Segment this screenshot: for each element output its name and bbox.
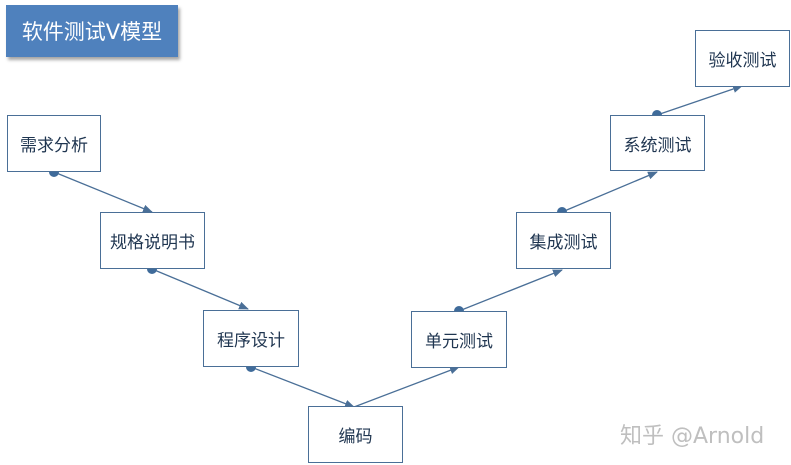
connector-spec-to-design (151, 268, 249, 310)
stage-specification: 规格说明书 (100, 212, 205, 269)
connector-design-to-coding (250, 366, 355, 408)
stage-requirements-analysis: 需求分析 (7, 115, 101, 172)
stage-system-test: 系统测试 (610, 115, 705, 171)
connector-coding-to-unit (353, 366, 460, 408)
stage-integration-test: 集成测试 (516, 212, 611, 269)
stage-coding: 编码 (308, 406, 403, 463)
diagram-title: 软件测试V模型 (6, 5, 178, 57)
watermark: 知乎 @Arnold (620, 424, 765, 449)
connector-integration-to-system (561, 171, 658, 213)
stage-acceptance-test: 验收测试 (695, 30, 790, 87)
connector-requirements-to-spec (53, 171, 153, 213)
stage-program-design: 程序设计 (203, 310, 299, 367)
connector-system-to-acceptance (656, 85, 743, 116)
stage-unit-test: 单元测试 (411, 311, 507, 368)
connector-unit-to-integration (458, 269, 563, 312)
